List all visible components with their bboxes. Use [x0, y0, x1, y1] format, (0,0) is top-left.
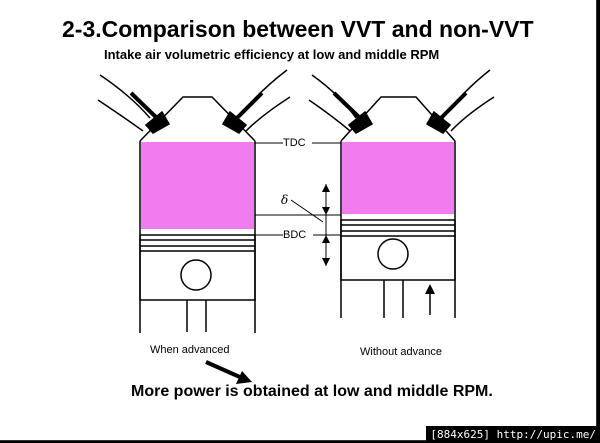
pointer-arrow-icon — [205, 360, 252, 384]
bdc-label: BDC — [283, 229, 307, 241]
right-intake-valve — [332, 91, 374, 134]
delta-label: δ — [281, 193, 289, 207]
tdc-label: TDC — [283, 137, 306, 149]
right-piston-pin — [377, 238, 409, 270]
left-engine — [97, 69, 291, 333]
right-piston — [340, 219, 456, 318]
left-piston — [139, 234, 256, 332]
reference-lines — [255, 142, 341, 266]
watermark: [884x625] http://upic.me/ — [426, 426, 600, 443]
caption-when-advanced: When advanced — [150, 344, 230, 356]
right-exhaust-valve — [425, 91, 468, 134]
left-piston-pin — [180, 259, 212, 291]
right-charge-fill — [342, 142, 454, 214]
left-charge-fill — [141, 142, 254, 229]
page-title: 2-3.Comparison between VVT and non-VVT — [62, 16, 534, 42]
page-subtitle: Intake air volumetric efficiency at low … — [104, 47, 440, 62]
up-arrow-icon — [425, 284, 435, 294]
conclusion-text: More power is obtained at low and middle… — [131, 383, 493, 400]
right-engine — [308, 69, 495, 318]
left-intake-valve — [129, 91, 171, 134]
left-exhaust-valve — [221, 91, 264, 134]
caption-without-advance: Without advance — [360, 346, 442, 358]
